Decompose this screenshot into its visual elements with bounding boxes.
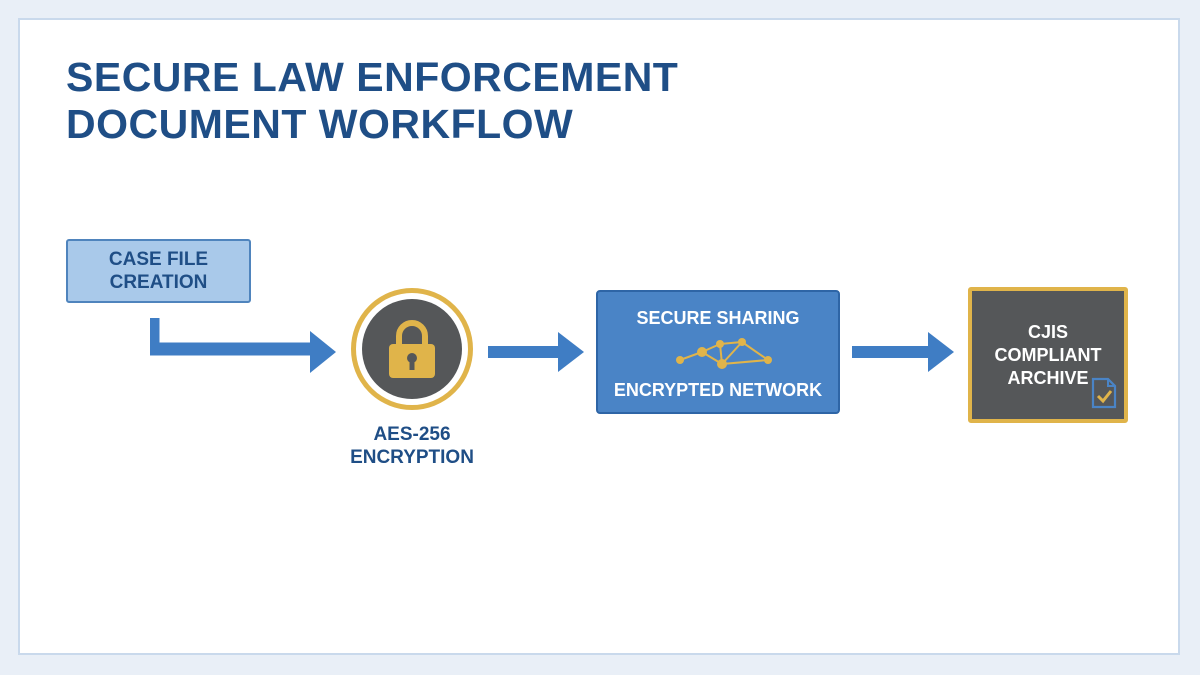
archive-label-line-1: CJIS	[1027, 322, 1069, 342]
padlock-icon	[389, 320, 435, 378]
case-file-label-line-2: CREATION	[109, 272, 208, 293]
secure-sharing-label: SECURE SHARING	[636, 308, 800, 328]
encryption-lock-badge	[351, 288, 473, 410]
lock-background	[362, 299, 462, 399]
document-check-icon	[1091, 377, 1117, 409]
secure-sharing-box: SECURE SHARING ENCRYPTED NETWORK	[596, 290, 840, 414]
archive-label-line-3: ARCHIVE	[1007, 368, 1089, 388]
encrypted-network-label: ENCRYPTED NETWORK	[613, 380, 823, 400]
network-icon	[676, 338, 772, 369]
encryption-label-line-2: ENCRYPTION	[350, 447, 474, 468]
case-file-creation-box: CASE FILE CREATION	[66, 239, 251, 303]
cjis-archive-box: CJIS COMPLIANT ARCHIVE	[968, 287, 1128, 423]
page-title: SECURE LAW ENFORCEMENT DOCUMENT WORKFLOW	[66, 54, 678, 148]
archive-label: CJIS COMPLIANT ARCHIVE	[972, 321, 1124, 390]
elbow-arrow-1	[150, 318, 336, 373]
encryption-label-line-1: AES-256	[373, 424, 451, 445]
encryption-label: AES-256 ENCRYPTION	[322, 423, 502, 469]
title-line-2: DOCUMENT WORKFLOW	[66, 101, 574, 147]
case-file-label-line-1: CASE FILE	[108, 249, 209, 270]
arrow-3	[852, 332, 954, 372]
archive-label-line-2: COMPLIANT	[994, 345, 1102, 365]
arrow-2	[488, 332, 584, 372]
title-line-1: SECURE LAW ENFORCEMENT	[66, 54, 679, 100]
